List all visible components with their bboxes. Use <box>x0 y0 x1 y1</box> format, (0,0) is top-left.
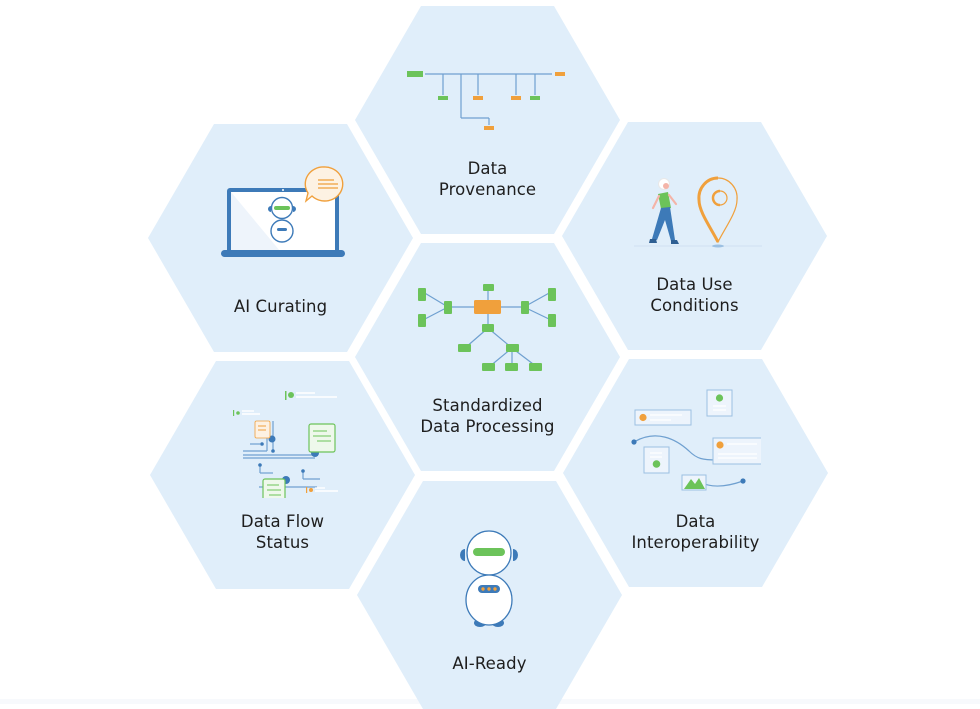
hex-tile-data-interoperability: Data Interoperability <box>563 359 828 587</box>
laptop-robot-chat-icon <box>221 166 345 257</box>
tile-label: Data Flow Status <box>150 511 415 553</box>
tile-label-line-2: Conditions <box>650 296 739 315</box>
tile-label-line-1: Data Flow <box>240 512 325 531</box>
tile-label-line-1: Data <box>675 512 716 531</box>
hex-tile-data-flow-status: Data Flow Status <box>150 361 415 589</box>
robot-icon <box>460 530 518 627</box>
tile-label: AI-Ready <box>357 653 622 674</box>
tile-label-line-1: Data Use <box>656 275 733 294</box>
flow-documents-icon <box>233 391 338 498</box>
network-graph-icon <box>418 284 556 371</box>
tile-label-line-1: Standardized <box>432 396 543 415</box>
hexagon-background <box>355 6 620 234</box>
tile-label-line-1: AI Curating <box>233 297 328 316</box>
tile-label: Data Interoperability <box>563 511 828 553</box>
tile-label: Data Use Conditions <box>562 274 827 316</box>
tile-label: Data Provenance <box>355 158 620 200</box>
person-location-pin-icon <box>634 176 762 248</box>
tile-label-line-1: Data <box>467 159 508 178</box>
hex-tile-ai-curating: AI Curating <box>148 124 413 352</box>
hexagon-background <box>563 359 828 587</box>
hexagon-background <box>562 122 827 350</box>
tile-label-line-1: AI-Ready <box>452 654 527 673</box>
tile-label-line-2: Data Processing <box>420 417 555 436</box>
connected-cards-icon <box>631 389 761 491</box>
tile-label: Standardized Data Processing <box>355 395 620 437</box>
tree-hierarchy-icon <box>407 71 565 130</box>
hex-tile-ai-ready: AI-Ready <box>357 481 622 709</box>
hex-tile-data-provenance: Data Provenance <box>355 6 620 234</box>
hex-tile-standardized-data-processing: Standardized Data Processing <box>355 243 620 471</box>
hexagon-background <box>150 361 415 589</box>
tile-label-line-2: Interoperability <box>631 533 760 552</box>
tile-label: AI Curating <box>148 296 413 317</box>
tile-label-line-2: Provenance <box>438 180 537 199</box>
hex-tile-data-use-conditions: Data Use Conditions <box>562 122 827 350</box>
tile-label-line-2: Status <box>255 533 310 552</box>
